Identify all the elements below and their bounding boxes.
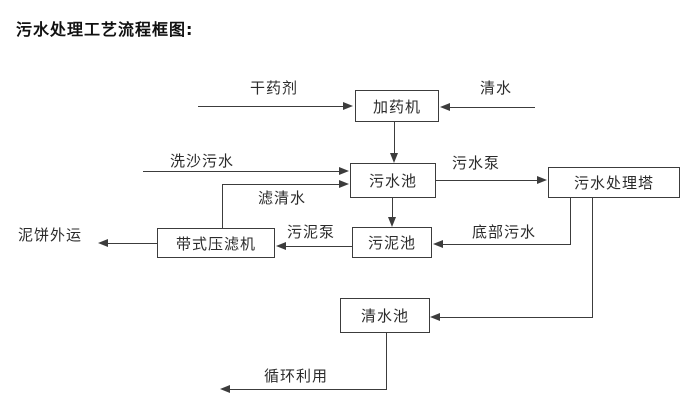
connector-line	[392, 198, 394, 219]
node-sewage-pool: 污水池	[350, 163, 436, 198]
node-dosing-machine: 加药机	[355, 90, 439, 122]
connector-line	[198, 106, 344, 108]
arrowhead	[276, 242, 286, 250]
connector-line	[230, 389, 387, 391]
arrowhead	[440, 103, 450, 111]
connector-line	[394, 122, 396, 155]
connector-line	[570, 198, 572, 245]
connector-line	[143, 171, 340, 173]
connector-line	[592, 198, 594, 318]
arrowhead	[433, 240, 443, 248]
connector-line	[450, 107, 535, 109]
node-sludge-pool: 污泥池	[352, 227, 432, 258]
label-dry-chemical: 干药剂	[250, 79, 299, 97]
label-sewage-pump: 污水泵	[452, 154, 501, 172]
arrowhead	[537, 176, 547, 184]
arrowhead	[220, 385, 230, 393]
label-recycling: 循环利用	[264, 367, 329, 385]
connector-line	[440, 317, 593, 319]
node-clean-water-pool: 清水池	[340, 298, 430, 333]
label-mud-cake-out: 泥饼外运	[18, 226, 83, 244]
connector-line	[386, 333, 388, 390]
connector-line	[222, 184, 224, 228]
node-belt-filter-press: 带式压滤机	[157, 228, 275, 258]
label-clean-water: 清水	[480, 79, 513, 97]
connector-line	[108, 243, 157, 245]
page-title: 污水处理工艺流程框图:	[16, 20, 194, 39]
connector-line	[286, 246, 352, 248]
arrowhead	[343, 102, 353, 110]
arrowhead	[430, 313, 440, 321]
connector-line	[443, 244, 571, 246]
label-sand-washing-sewage: 洗沙污水	[170, 152, 235, 170]
arrowhead	[339, 180, 349, 188]
node-treatment-tower: 污水处理塔	[548, 167, 680, 198]
arrowhead	[390, 153, 398, 163]
arrowhead	[339, 167, 349, 175]
label-sludge-pump: 污泥泵	[287, 223, 336, 241]
connector-line	[436, 180, 537, 182]
arrowhead	[388, 217, 396, 227]
label-bottom-sewage: 底部污水	[472, 223, 537, 241]
arrowhead	[98, 239, 108, 247]
label-filtered-water: 滤清水	[258, 189, 307, 207]
connector-line	[222, 184, 339, 186]
